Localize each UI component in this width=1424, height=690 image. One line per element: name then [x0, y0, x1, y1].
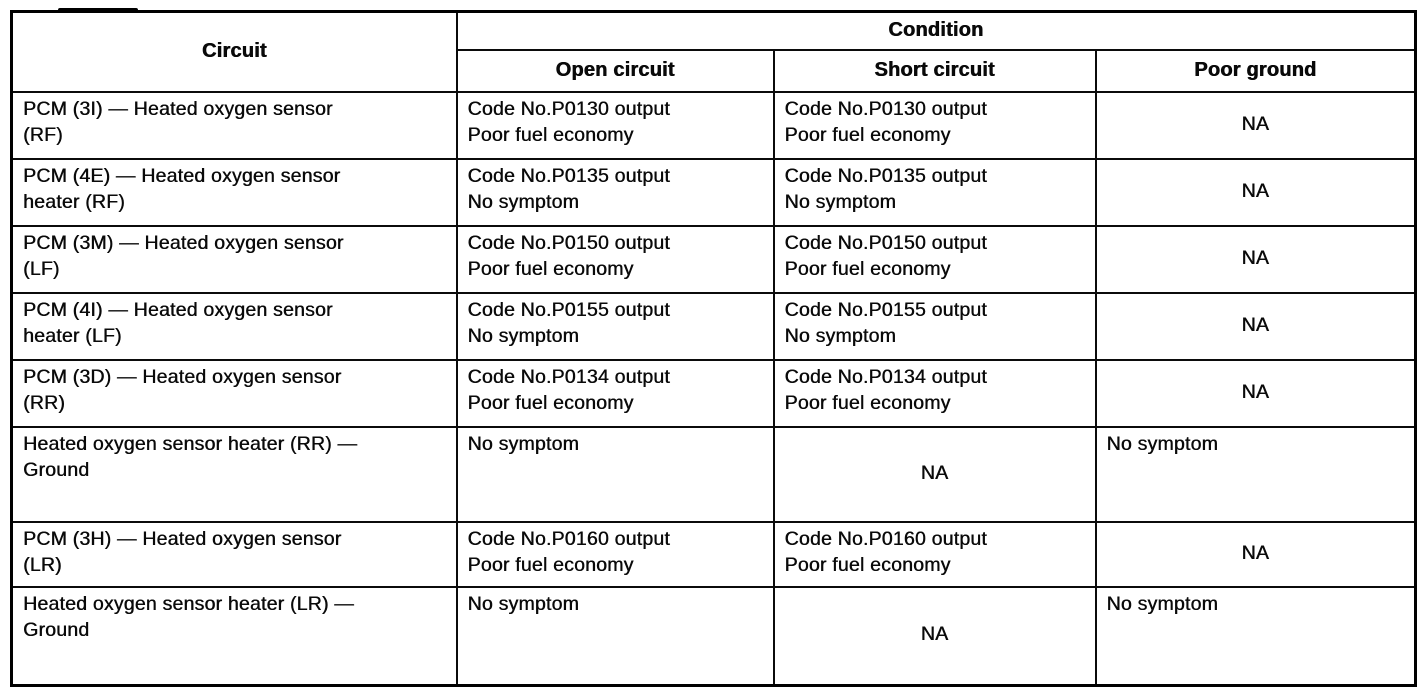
table-row: PCM (3I) — Heated oxygen sensor (RF) Cod… [10, 91, 1417, 161]
table-row: Heated oxygen sensor heater (RR) — Groun… [10, 426, 1417, 524]
poor-ground-header: Poor ground [1094, 49, 1417, 94]
table-row: PCM (3H) — Heated oxygen sensor (LR) Cod… [10, 521, 1417, 589]
short-circuit-cell: Code No.P0150 output Poor fuel economy [772, 225, 1097, 295]
open-circuit-cell: No symptom [455, 586, 775, 687]
short-circuit-cell: NA [772, 426, 1097, 524]
circuit-cell: PCM (3D) — Heated oxygen sensor (RR) [10, 359, 458, 429]
short-circuit-cell: Code No.P0134 output Poor fuel economy [772, 359, 1097, 429]
circuit-cell: PCM (3M) — Heated oxygen sensor (LF) [10, 225, 458, 295]
table-row: Heated oxygen sensor heater (LR) — Groun… [10, 586, 1417, 687]
short-circuit-cell: Code No.P0135 output No symptom [772, 158, 1097, 228]
short-circuit-cell: Code No.P0130 output Poor fuel economy [772, 91, 1097, 161]
poor-ground-cell: NA [1094, 225, 1417, 295]
open-circuit-cell: No symptom [455, 426, 775, 524]
circuit-cell: PCM (4I) — Heated oxygen sensor heater (… [10, 292, 458, 362]
short-circuit-header: Short circuit [772, 49, 1097, 94]
short-circuit-cell: NA [772, 586, 1097, 687]
open-circuit-cell: Code No.P0135 output No symptom [455, 158, 775, 228]
circuit-column-header: Circuit [10, 10, 458, 94]
circuit-cell: Heated oxygen sensor heater (LR) — Groun… [10, 586, 458, 687]
open-circuit-cell: Code No.P0160 output Poor fuel economy [455, 521, 775, 589]
table-row: PCM (4I) — Heated oxygen sensor heater (… [10, 292, 1417, 362]
open-circuit-cell: Code No.P0134 output Poor fuel economy [455, 359, 775, 429]
short-circuit-cell: Code No.P0160 output Poor fuel economy [772, 521, 1097, 589]
poor-ground-cell: NA [1094, 292, 1417, 362]
header-row-condition: Circuit Condition [10, 10, 1417, 94]
circuit-cell: PCM (4E) — Heated oxygen sensor heater (… [10, 158, 458, 228]
open-circuit-cell: Code No.P0150 output Poor fuel economy [455, 225, 775, 295]
condition-column-header: Condition [455, 10, 1417, 52]
open-circuit-cell: Code No.P0155 output No symptom [455, 292, 775, 362]
poor-ground-cell: NA [1094, 158, 1417, 228]
diagnostic-condition-table: Circuit Condition Open circuit Short cir… [10, 10, 1417, 687]
open-circuit-header: Open circuit [455, 49, 775, 94]
header-row-subcolumns: Open circuit Short circuit Poor ground [12, 49, 1417, 94]
poor-ground-cell: NA [1094, 521, 1417, 589]
circuit-cell: Heated oxygen sensor heater (RR) — Groun… [10, 426, 458, 524]
open-circuit-cell: Code No.P0130 output Poor fuel economy [455, 91, 775, 161]
poor-ground-cell: NA [1094, 91, 1417, 161]
table-row: PCM (3D) — Heated oxygen sensor (RR) Cod… [10, 359, 1417, 429]
table-row: PCM (3M) — Heated oxygen sensor (LF) Cod… [10, 225, 1417, 295]
circuit-cell: PCM (3I) — Heated oxygen sensor (RF) [10, 91, 458, 161]
table-row: PCM (4E) — Heated oxygen sensor heater (… [10, 158, 1417, 228]
poor-ground-cell: No symptom [1094, 426, 1417, 524]
poor-ground-cell: NA [1094, 359, 1417, 429]
circuit-cell: PCM (3H) — Heated oxygen sensor (LR) [10, 521, 458, 589]
poor-ground-cell: No symptom [1094, 586, 1417, 687]
short-circuit-cell: Code No.P0155 output No symptom [772, 292, 1097, 362]
